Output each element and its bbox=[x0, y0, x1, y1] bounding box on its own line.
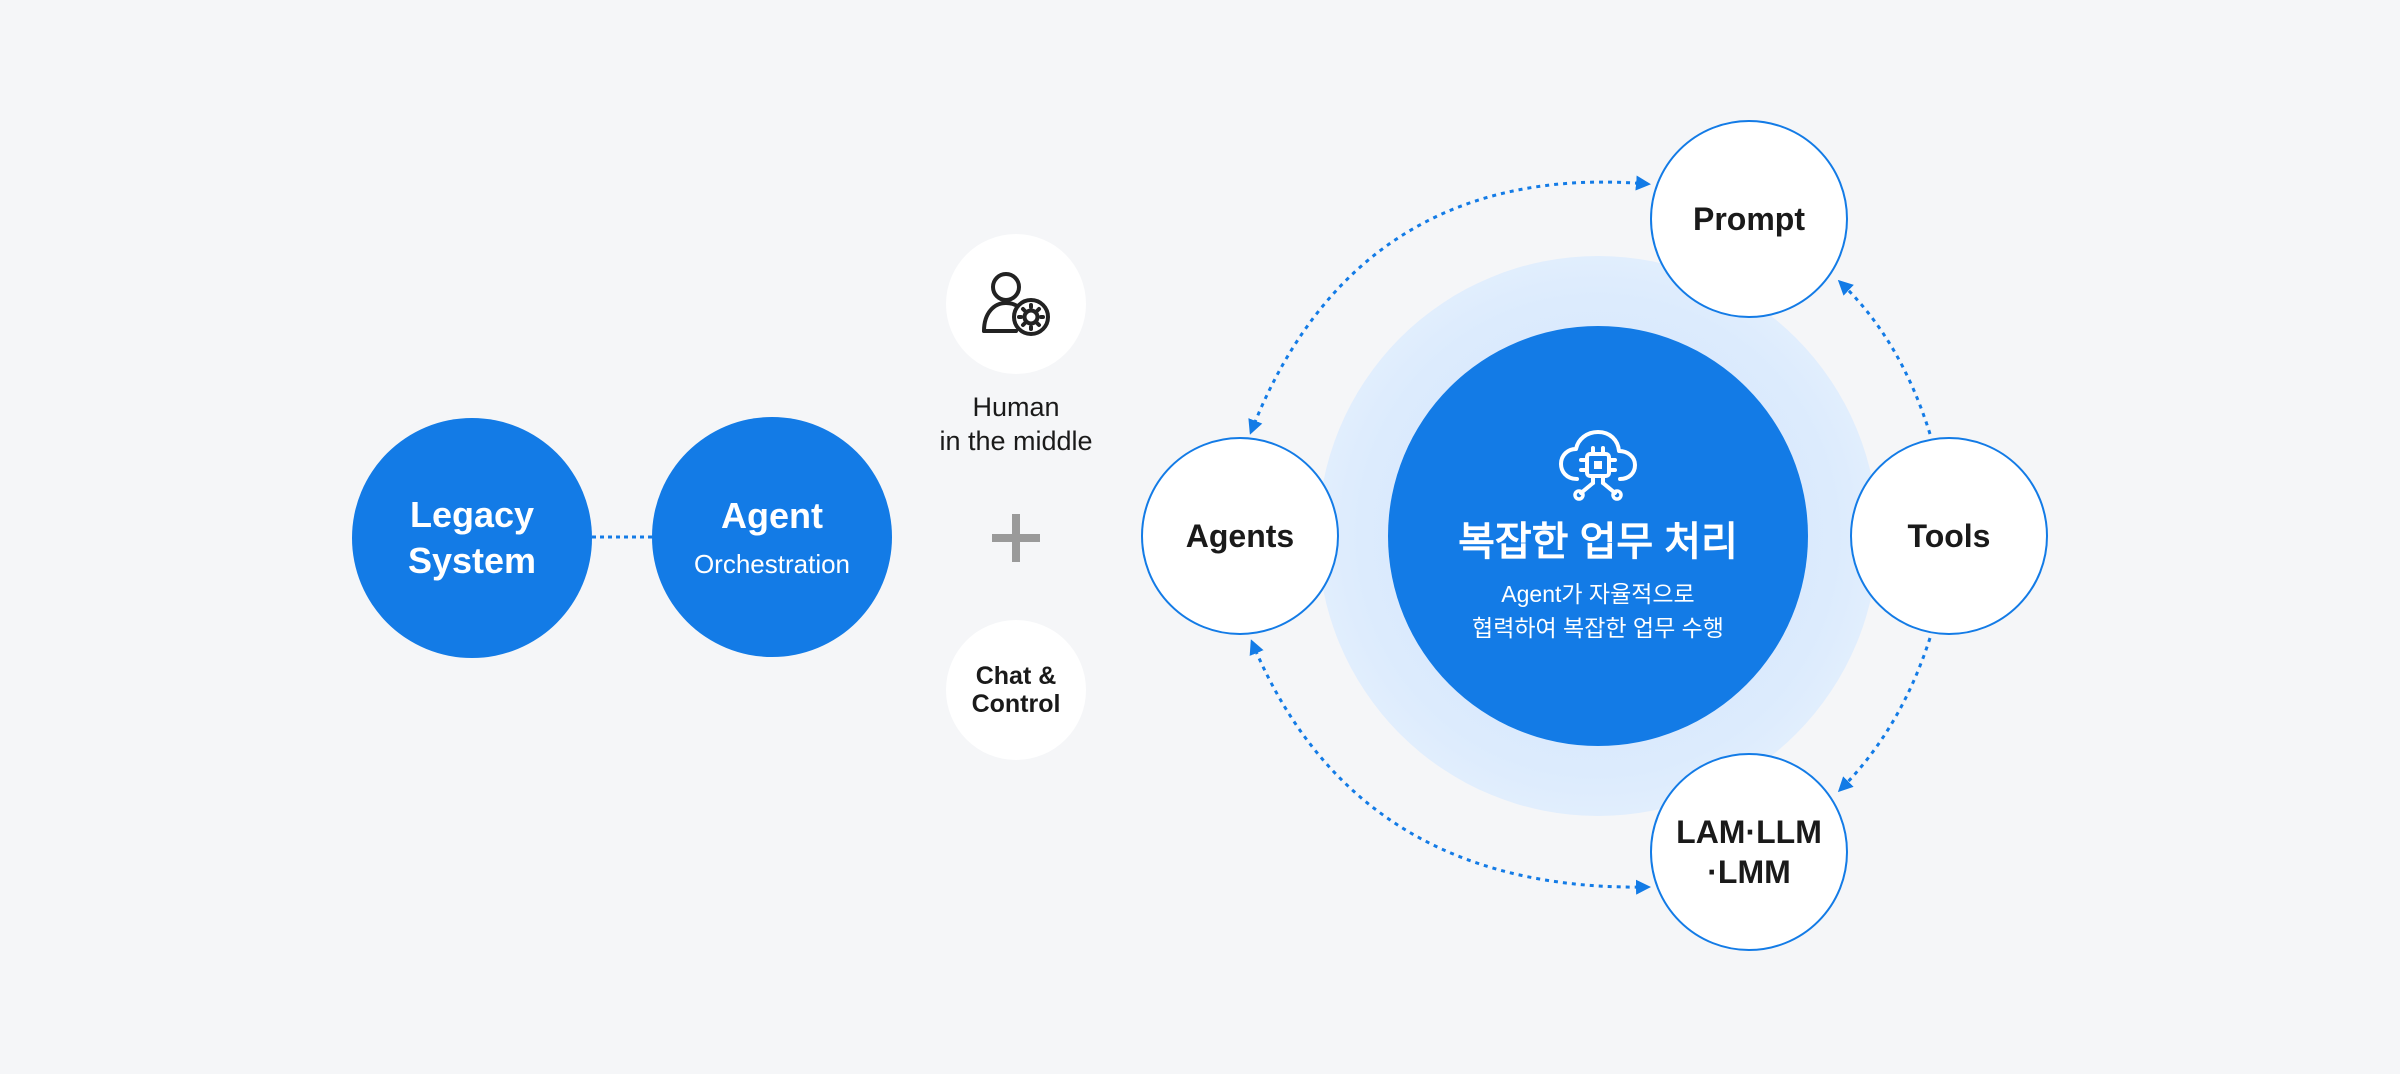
prompt-node: Prompt bbox=[1650, 120, 1848, 318]
agents-label: Agents bbox=[1185, 518, 1295, 554]
agent-orchestration-circle: Agent Orchestration bbox=[652, 417, 892, 657]
legacy-system-line2: System bbox=[407, 540, 537, 581]
chat-control-line1: Chat & bbox=[975, 662, 1057, 690]
human-label-line2: in the middle bbox=[939, 426, 1093, 456]
tools-label: Tools bbox=[1907, 518, 1991, 554]
tools-node: Tools bbox=[1850, 437, 2048, 635]
lam-label-line1: LAM·LLM bbox=[1676, 814, 1822, 850]
agent-orchestration-title: Agent bbox=[721, 495, 823, 536]
legacy-system-line1: Legacy bbox=[409, 494, 535, 535]
plus-icon bbox=[990, 512, 1042, 564]
human-label-line1: Human bbox=[972, 392, 1060, 422]
human-in-the-middle-label: Human in the middle bbox=[896, 390, 1136, 458]
human-in-the-middle-circle bbox=[946, 234, 1086, 374]
core-desc-line2: 협력하여 복잡한 업무 수행 bbox=[1472, 615, 1724, 641]
chat-control-line2: Control bbox=[971, 690, 1061, 718]
legacy-system-circle: Legacy System bbox=[352, 418, 592, 658]
prompt-label: Prompt bbox=[1693, 201, 1805, 237]
lam-label-line2: ·LMM bbox=[1707, 854, 1791, 890]
core-description: Agent가 자율적으로 협력하여 복잡한 업무 수행 bbox=[1472, 577, 1724, 645]
agents-node: Agents bbox=[1141, 437, 1339, 635]
arrow-tools-lam bbox=[1837, 637, 1932, 793]
arrow-prompt-agents bbox=[1248, 175, 1651, 435]
core-title: 복잡한 업무 처리 bbox=[1458, 520, 1738, 564]
core-complex-task-circle: 복잡한 업무 처리 Agent가 자율적으로 협력하여 복잡한 업무 수행 bbox=[1388, 326, 1808, 746]
agent-orchestration-subtitle: Orchestration bbox=[693, 549, 851, 579]
cloud-chip-icon bbox=[1559, 430, 1637, 501]
chat-control-circle: Chat & Control bbox=[946, 620, 1086, 760]
arrow-tools-prompt bbox=[1837, 279, 1932, 435]
lam-llm-lmm-node: LAM·LLM ·LMM bbox=[1650, 753, 1848, 951]
core-desc-line1: Agent가 자율적으로 bbox=[1501, 581, 1695, 607]
user-gear-icon bbox=[982, 272, 1050, 336]
